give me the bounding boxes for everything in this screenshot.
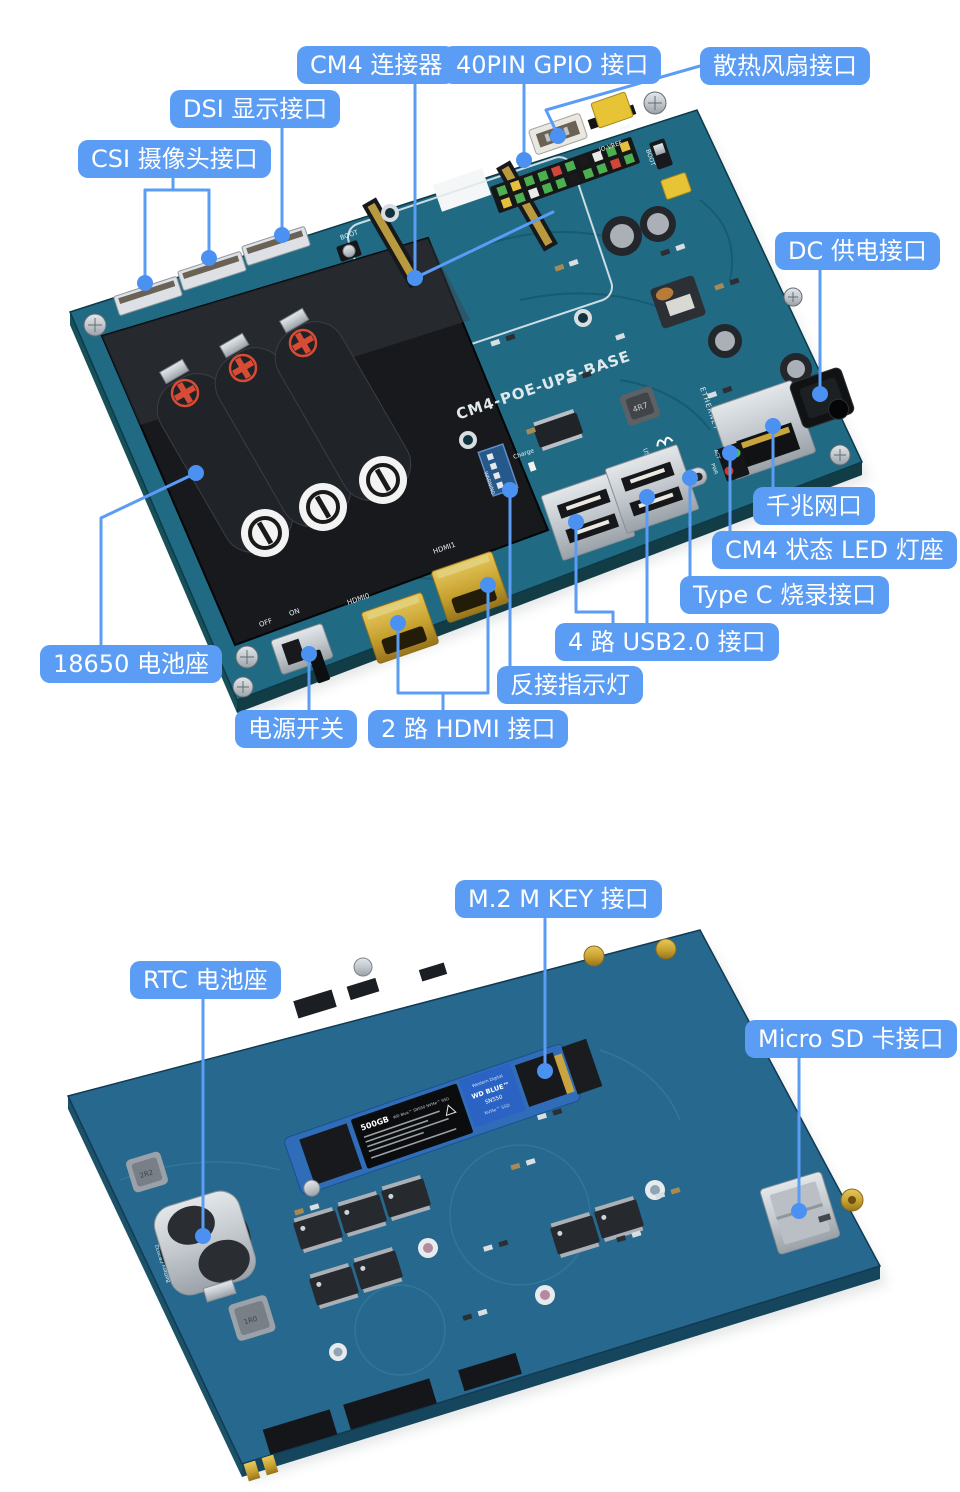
callout-label-battery18650: 18650 电池座 — [40, 645, 222, 683]
callout-label-hdmi2: 2 路 HDMI 接口 — [368, 710, 569, 748]
callout-line-gigabit — [765, 418, 781, 489]
callout-label-rtc: RTC 电池座 — [130, 961, 281, 999]
m2-ssd: 500GB WD Blue™ SN550 NVMe™ SSD Western D… — [284, 1038, 603, 1197]
mounting-holes-bottom — [329, 1180, 665, 1361]
board-top-photo: BOOT — [68, 91, 870, 716]
off-silk: OFF — [258, 617, 273, 629]
callout-label-fan: 散热风扇接口 — [700, 47, 870, 85]
callout-label-csi: CSI 摄像头接口 — [78, 140, 271, 178]
gpio-40pin-header — [490, 137, 640, 213]
callout-label-cm4-connector: CM4 连接器 — [297, 46, 456, 84]
callout-label-gpio40: 40PIN GPIO 接口 — [443, 46, 662, 84]
callout-line-usb4 — [568, 489, 655, 627]
callout-lines — [99, 64, 828, 1244]
callout-line-hdmi2 — [390, 577, 496, 712]
ssd-warning-glyph — [445, 1104, 457, 1117]
waveshare-logo-icon — [656, 436, 674, 447]
callout-line-reverse-led — [502, 482, 518, 669]
callout-line-rtc — [195, 996, 211, 1244]
usb-stack-2 — [605, 444, 699, 534]
electrolytic-capacitors — [602, 206, 812, 385]
callout-label-power-switch: 电源开关 — [235, 710, 357, 748]
rear-edge-connectors — [243, 1352, 522, 1482]
gold-standoff-hole — [848, 1196, 856, 1204]
callout-line-csi — [137, 176, 217, 291]
jumper-blocks — [587, 91, 692, 200]
callout-line-dsi — [274, 126, 290, 243]
boot-slide-switch — [649, 138, 673, 170]
callout-label-cm4-led: CM4 状态 LED 灯座 — [712, 531, 957, 569]
callout-label-dc: DC 供电接口 — [775, 232, 940, 270]
on-silk: ON — [288, 607, 301, 618]
battery-cell — [156, 321, 412, 553]
smd-components — [490, 243, 740, 435]
callout-label-reverse-led: 反接指示灯 — [497, 666, 643, 704]
callout-label-m2: M.2 M KEY 接口 — [455, 880, 662, 918]
callout-line-typec — [682, 470, 698, 579]
battery-holder-18650 — [100, 236, 550, 647]
cm4-b2b-connector-1 — [362, 197, 424, 289]
callout-line-cm4-led — [722, 445, 738, 534]
callout-label-microsd: Micro SD 卡接口 — [745, 1020, 957, 1058]
ssd-sn550: SN550 — [484, 1094, 504, 1106]
callout-line-microsd — [791, 1055, 807, 1219]
usb-stack-1 — [541, 471, 635, 561]
soic-chip-grid — [293, 1174, 644, 1310]
mounting-holes — [381, 204, 592, 449]
callout-label-dsi: DSI 显示接口 — [170, 90, 341, 128]
ssd-wd-blue-panel — [458, 1062, 527, 1128]
m2-socket — [561, 1038, 603, 1095]
white-sticker — [432, 168, 492, 212]
pwr-silk: PWR — [709, 463, 719, 476]
callout-line-battery18650 — [99, 465, 204, 648]
svg-text:1R0: 1R0 — [243, 1315, 259, 1327]
charge-led — [527, 461, 537, 472]
svg-text:2R2: 2R2 — [139, 1168, 155, 1180]
rear-solder-components — [293, 938, 677, 1019]
callout-line-gpio40 — [516, 83, 532, 168]
inductor-4r7: 4R7 — [619, 386, 661, 426]
callout-line-dc — [812, 268, 828, 402]
battery-clips — [159, 307, 310, 385]
poe-silk: PoE — [619, 123, 632, 133]
act-silk: ACT — [712, 449, 721, 461]
callout-label-typec: Type C 烧录接口 — [680, 576, 890, 614]
corner-screws — [83, 91, 851, 698]
boot-button — [336, 240, 362, 262]
usb-silk: USB — [641, 447, 652, 461]
smd-components-bottom — [294, 1108, 681, 1321]
callout-label-usb4: 4 路 USB2.0 接口 — [555, 623, 779, 661]
soic-chip — [533, 408, 583, 452]
minus-terminal-icon — [241, 456, 407, 557]
plus-terminal-icon — [170, 328, 318, 408]
callout-line-power-switch — [301, 646, 317, 712]
callout-label-gigabit: 千兆网口 — [753, 487, 875, 525]
board-bottom-photo: 500GB WD Blue™ SN550 NVMe™ SSD Western D… — [66, 929, 888, 1482]
poe-transformer — [650, 275, 706, 329]
inductor-2r2: 2R2 — [126, 1151, 168, 1193]
inductor-1r0: 1R0 — [228, 1295, 276, 1341]
callout-line-cm4-connector — [407, 83, 555, 286]
ssd-label-finetext — [363, 1110, 457, 1159]
callout-line-m2 — [537, 915, 553, 1079]
